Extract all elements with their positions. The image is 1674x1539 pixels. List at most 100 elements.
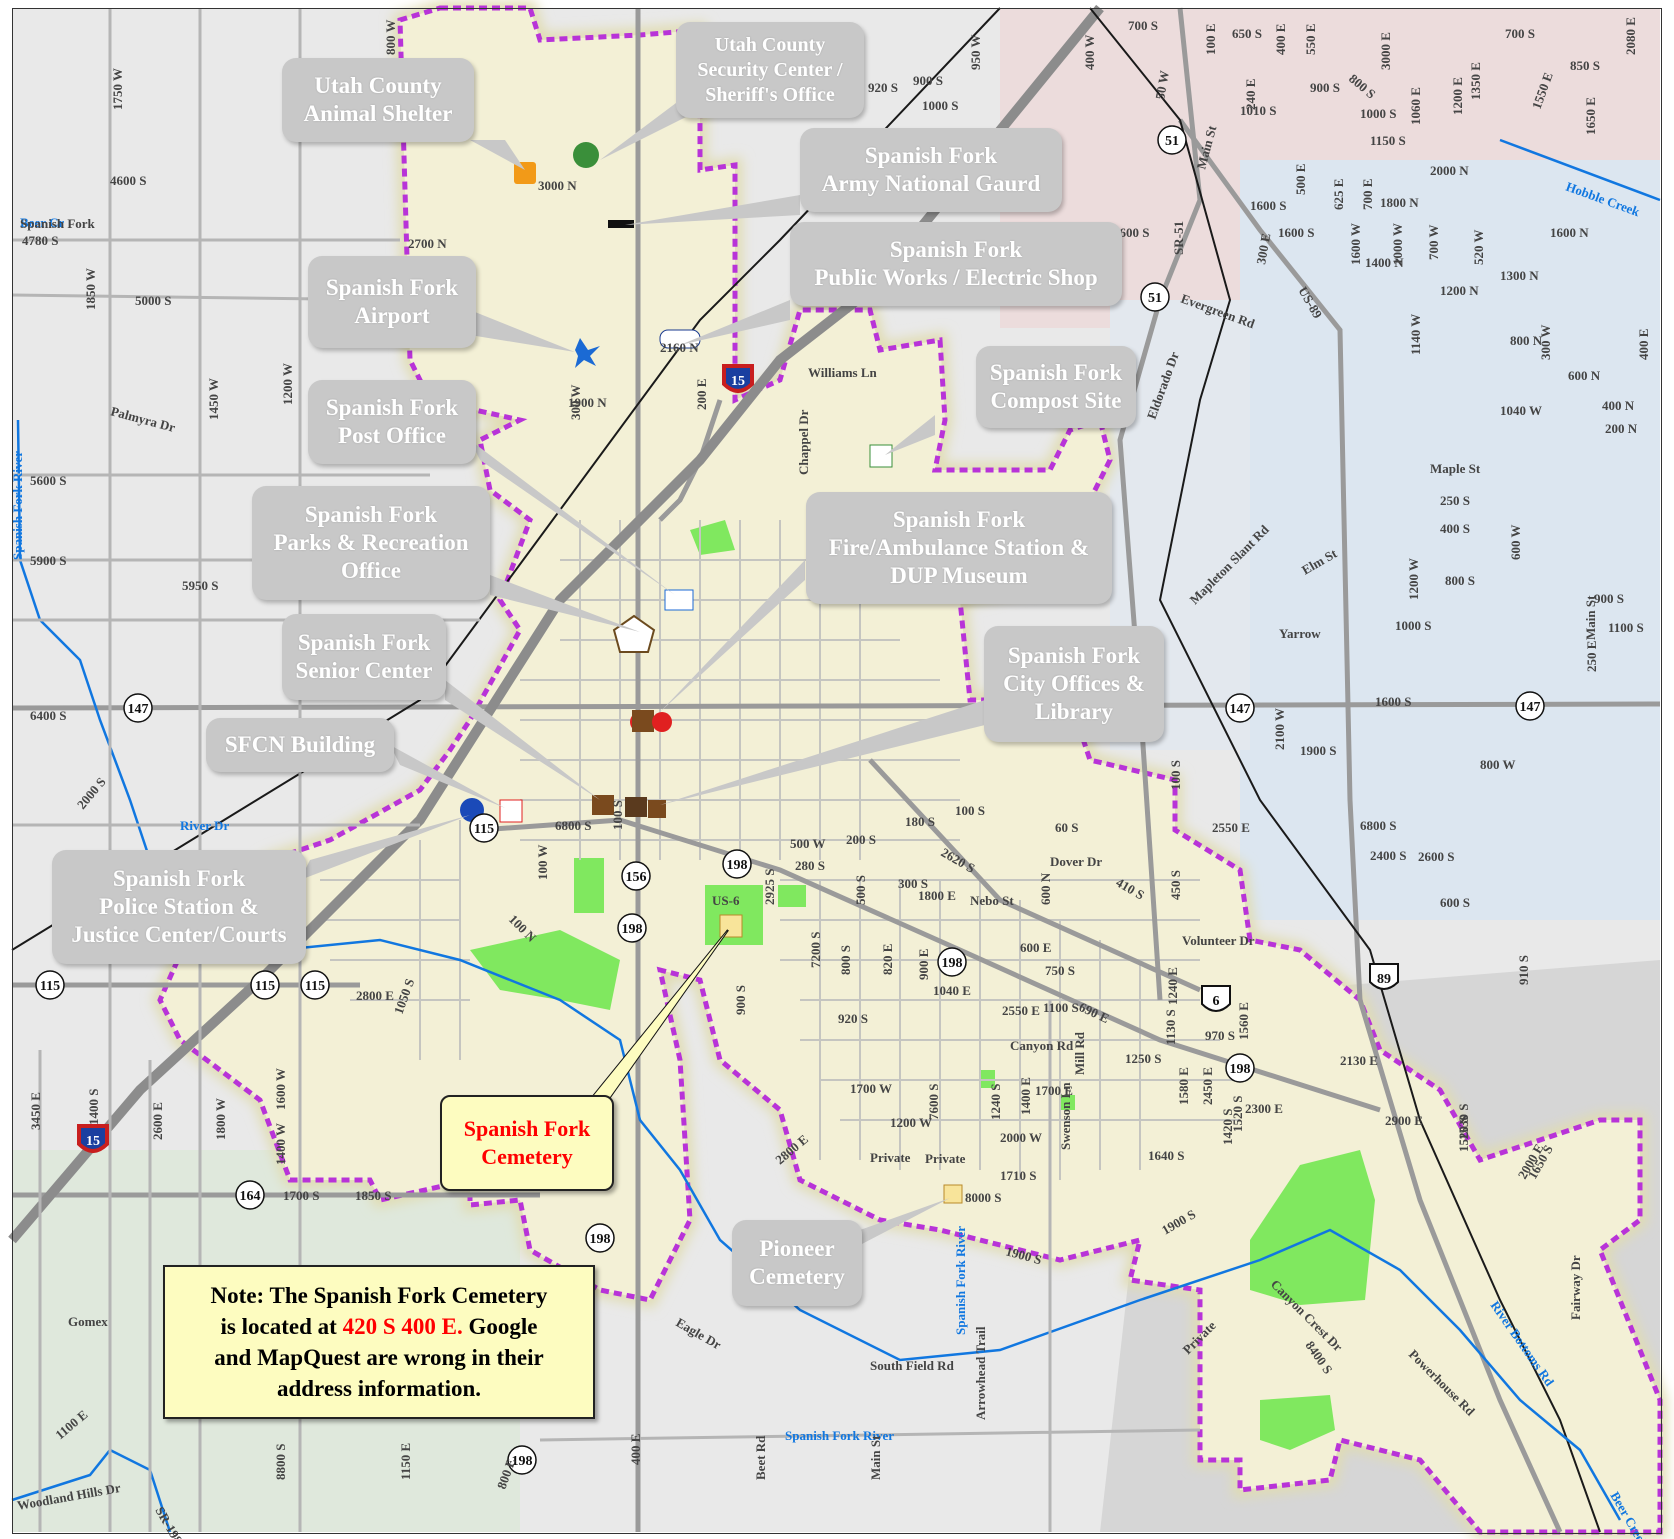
street-label: 2600 S — [1418, 849, 1454, 864]
road-198 — [479, 817, 1381, 1113]
route-shield: 15 — [77, 1124, 109, 1153]
street-label: 1350 E — [1468, 62, 1483, 100]
street-label: 200 E — [694, 379, 709, 410]
street-label: 1150 S — [1370, 133, 1406, 148]
route-shield-number: 164 — [240, 1189, 261, 1204]
route-shield-number: 115 — [255, 979, 275, 994]
street-label: 1800 N — [1380, 195, 1419, 210]
route-shield-number: 198 — [1230, 1062, 1251, 1077]
street-label: Gomex — [68, 1314, 108, 1329]
street-label: 1530 S — [1456, 1104, 1471, 1140]
callout-parks-rec: Spanish Fork Parks & Recreation Office — [252, 486, 490, 600]
road-i15-ramp — [658, 399, 723, 522]
callout-compost-text: Spanish Fork Compost Site — [989, 360, 1123, 413]
street-label: 650 S — [1232, 26, 1262, 41]
street-label: 100 S — [610, 800, 625, 830]
park-d — [1260, 1395, 1335, 1450]
route-shield-number: 147 — [1230, 702, 1251, 717]
callout-public-works: Spanish Fork Public Works / Electric Sho… — [790, 222, 1122, 306]
street-label: 2600 E — [150, 1102, 165, 1140]
rural-roads — [11, 8, 1201, 1532]
note-line2-pre: is located at — [220, 1314, 343, 1339]
street-label: 5600 S — [30, 473, 66, 488]
callout-security-center: Utah County Security Center / Sheriff's … — [676, 22, 864, 118]
street-label: Private — [925, 1151, 966, 1166]
street-label: SR-51 — [1171, 221, 1186, 255]
callout-security-center-text: Utah County Security Center / Sheriff's … — [697, 33, 843, 106]
street-label: River Dr — [180, 818, 229, 833]
route-shield: 6 — [1201, 985, 1231, 1012]
callout-police: Spanish Fork Police Station & Justice Ce… — [52, 850, 306, 964]
callout-animal-shelter-text: Utah County Animal Shelter — [303, 73, 453, 126]
street-label: 1520 S — [1230, 1096, 1245, 1132]
street-label: 1130 S — [1163, 1009, 1178, 1045]
street-label: 1700 S — [283, 1188, 319, 1203]
street-label: 1580 E — [1176, 1067, 1191, 1105]
callout-fire-station-text: Spanish Fork Fire/Ambulance Station & DU… — [828, 507, 1090, 588]
street-label: 1250 S — [1125, 1051, 1161, 1066]
street-label: 750 S — [1045, 963, 1075, 978]
street-label: 300 S — [898, 876, 928, 891]
street-label: 1200 W — [1406, 558, 1421, 600]
street-label: 2700 N — [408, 236, 447, 251]
street-label: Yarrow — [1279, 626, 1321, 641]
cemetery-label-line1: Spanish Fork — [463, 1116, 591, 1141]
street-label: 400 W — [1082, 34, 1097, 70]
route-shield: 198 — [585, 1223, 615, 1253]
street-label: 450 S — [1168, 870, 1183, 900]
note-address: 420 S 400 E. — [342, 1314, 463, 1339]
senior-center-icon — [592, 795, 614, 815]
street-label: 900 E — [916, 949, 931, 980]
pioneer-cemetery-icon — [943, 1184, 963, 1204]
note-line2: is located at 420 S 400 E. Google — [165, 1311, 593, 1342]
street-label: 1520 S — [1456, 1116, 1471, 1152]
street-label: 1420 S — [1220, 1109, 1235, 1145]
route-shield: 147 — [1515, 691, 1545, 721]
route-shield-number: 198 — [942, 956, 963, 971]
note-line3: and MapQuest are wrong in their — [214, 1345, 544, 1370]
street-label: 1450 W — [206, 378, 221, 420]
parks-rec-icon — [612, 614, 656, 653]
dup-museum-icon — [632, 710, 654, 732]
street-label: 100 E — [1203, 24, 1218, 55]
cemetery-label-line2: Cemetery — [481, 1144, 573, 1169]
street-label: 280 S — [795, 858, 825, 873]
street-label: 300 W — [568, 384, 583, 420]
callout-animal-shelter: Utah County Animal Shelter — [282, 58, 474, 142]
street-label: 1900 S — [1300, 743, 1336, 758]
street-label: 850 S — [1570, 58, 1600, 73]
route-shield-number: 115 — [305, 979, 325, 994]
street-label: 1140 W — [1408, 314, 1423, 355]
street-label: 600 N — [1568, 368, 1601, 383]
street-label: 2550 E — [1212, 820, 1250, 835]
street-label: 7600 S — [926, 1084, 941, 1120]
cemetery-label: Spanish Fork Cemetery — [440, 1095, 614, 1191]
street-label: 1600 W — [273, 1068, 288, 1110]
street-label: 5950 S — [182, 578, 218, 593]
street-label: 920 S — [868, 80, 898, 95]
street-label: 1240 S — [988, 1084, 1003, 1120]
street-label: 2000 W — [1000, 1130, 1042, 1145]
street-label: 1200 N — [1440, 283, 1479, 298]
callout-army-guard: Spanish Fork Army National Gaurd — [800, 128, 1062, 212]
route-shield-number: 147 — [1520, 700, 1541, 715]
street-label: 625 E — [1331, 179, 1346, 210]
street-label: 800 W — [1480, 757, 1516, 772]
street-label: 2450 E — [1200, 1067, 1215, 1105]
street-label: 1750 W — [110, 68, 125, 110]
callout-parks-rec-text: Spanish Fork Parks & Recreation Office — [273, 502, 469, 583]
street-label: 900 S — [913, 73, 943, 88]
route-shield: 198 — [722, 849, 752, 879]
callout-pointers — [300, 100, 985, 1245]
street-label: Arrowhead Trail — [973, 1326, 988, 1420]
street-label: 1850 W — [83, 268, 98, 310]
route-shield-number: 51 — [1148, 291, 1162, 306]
street-label: 1900 N — [568, 395, 607, 410]
street-label: 700 W — [1426, 224, 1441, 260]
route-shield-number: 156 — [626, 870, 647, 885]
road-us6 — [868, 758, 1202, 993]
street-label: 8800 S — [273, 1444, 288, 1480]
sfcn-icon — [499, 799, 523, 823]
street-label: 520 W — [1471, 229, 1486, 265]
street-label: 1040 W — [1500, 403, 1542, 418]
